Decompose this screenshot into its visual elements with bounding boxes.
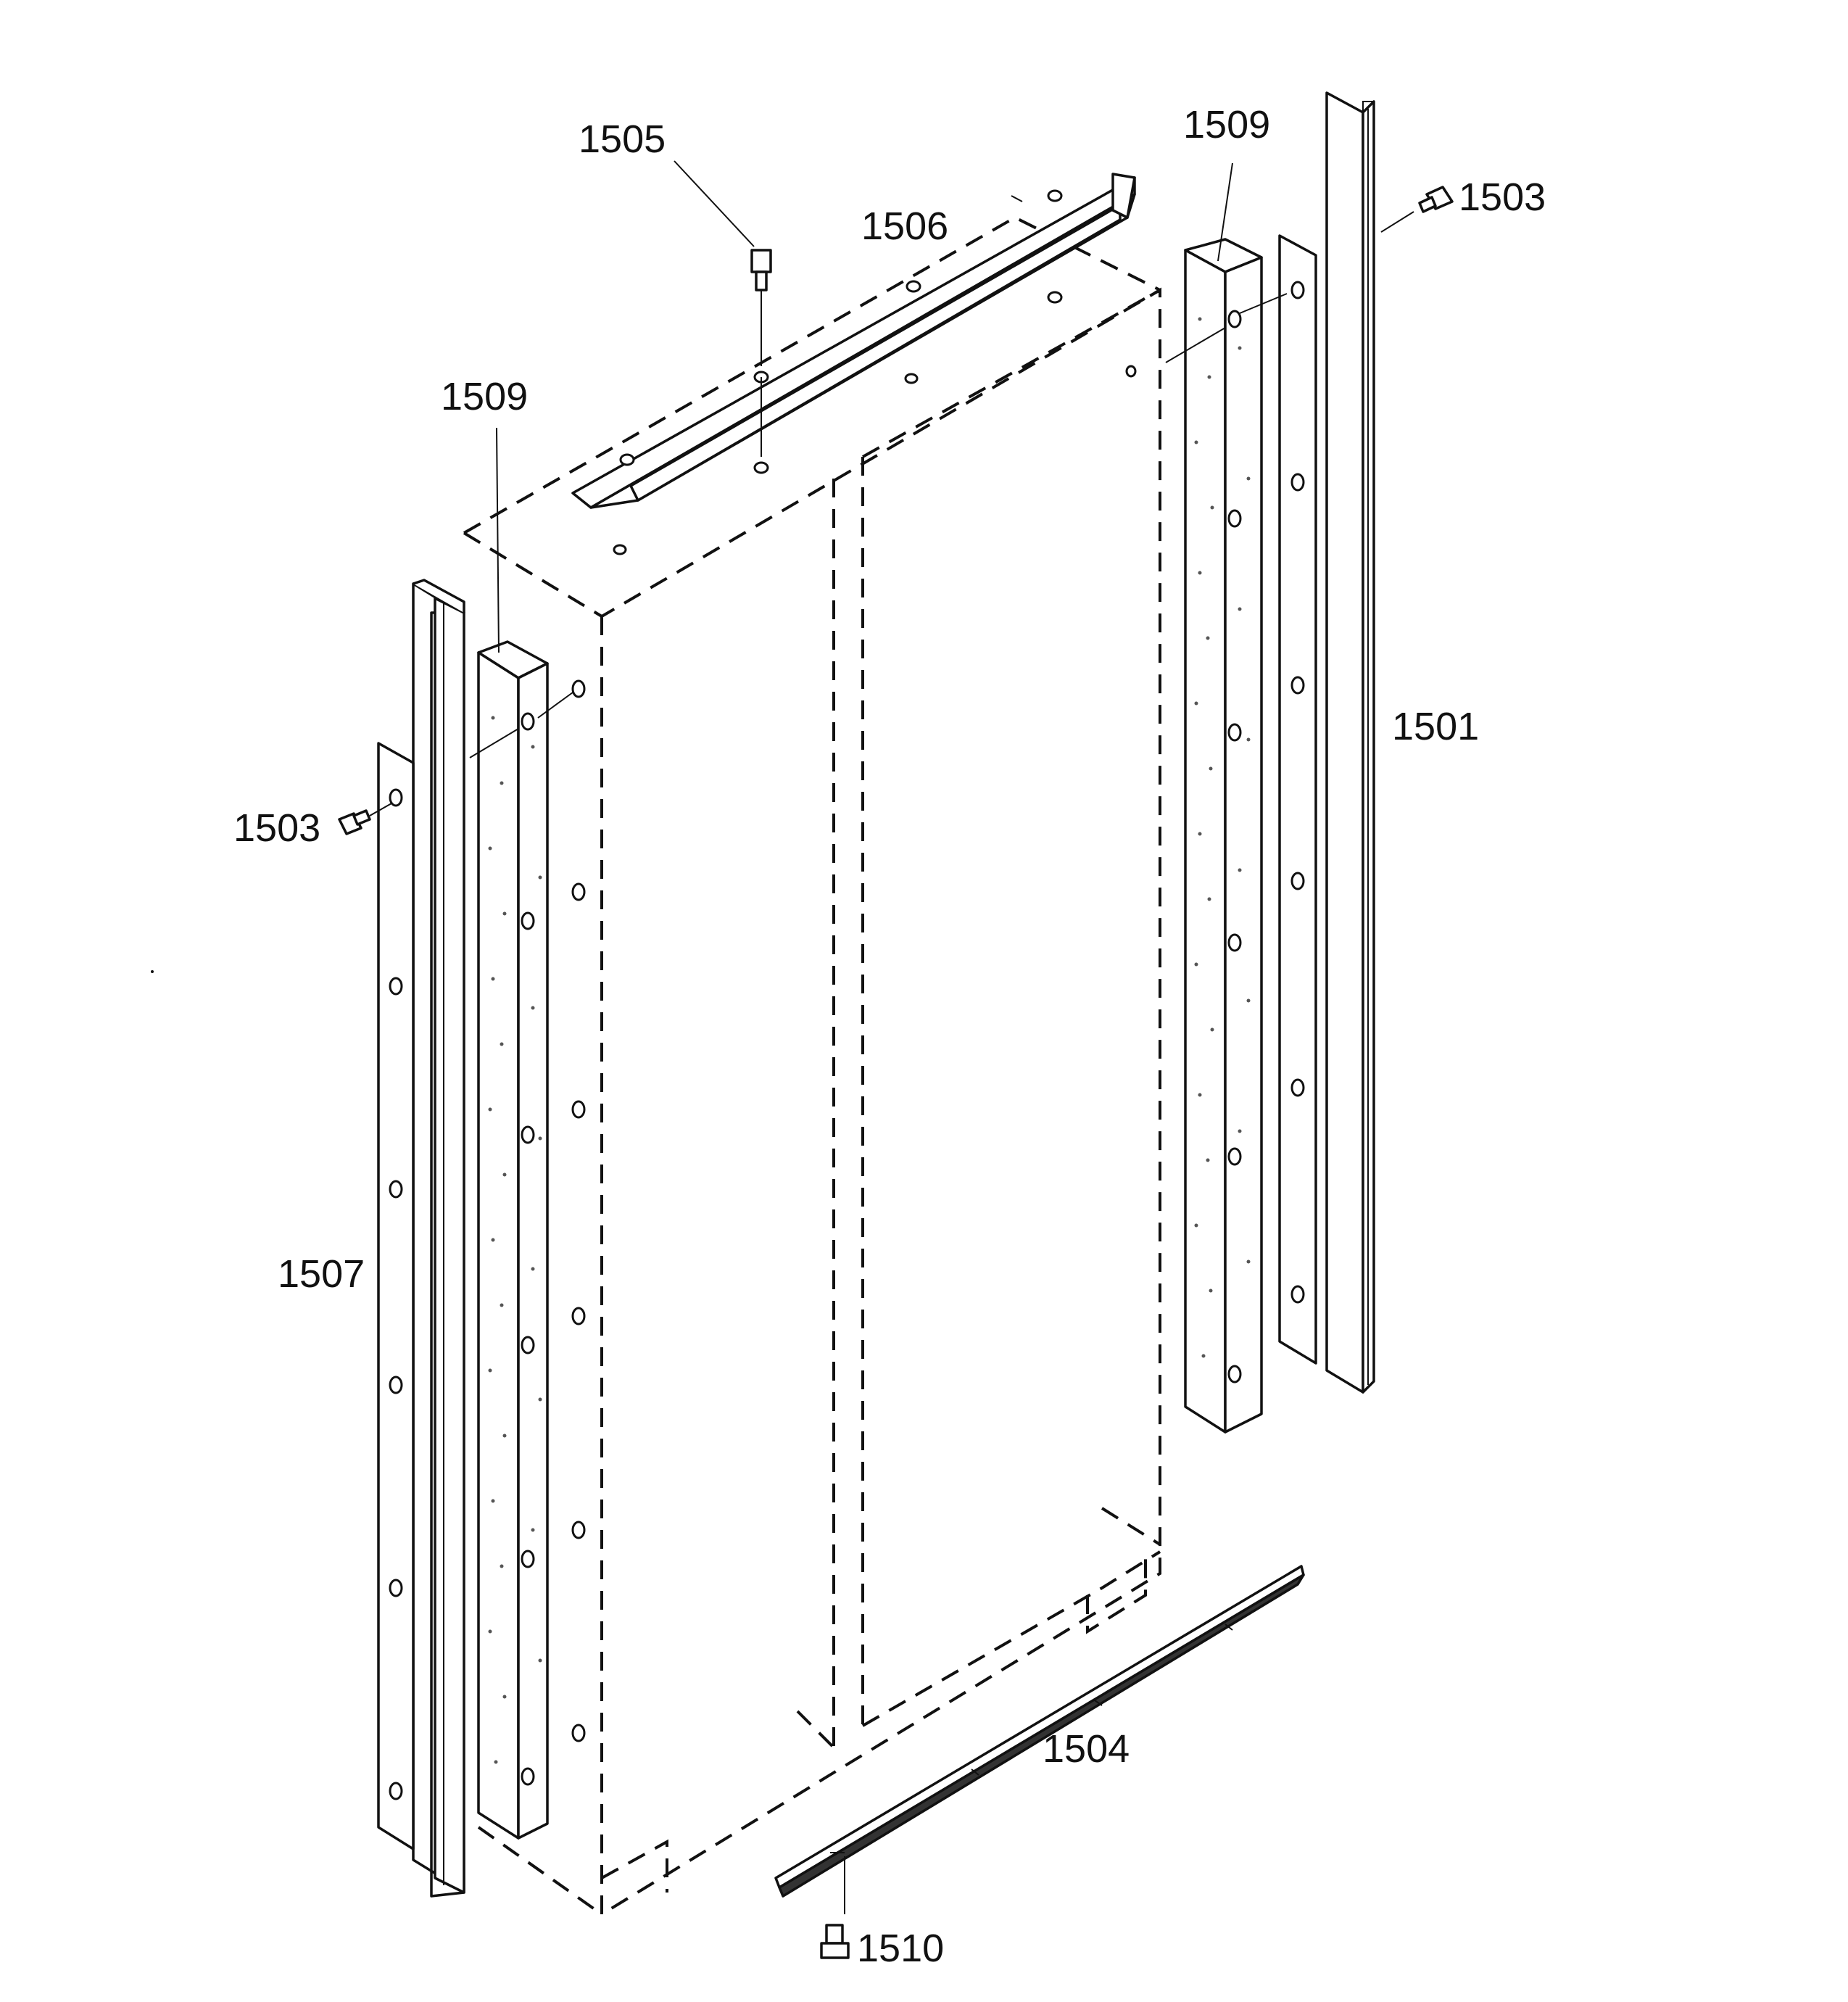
callout-1507: 1507 [278,1252,365,1296]
cabinet-outline-dashed [463,215,1161,1917]
screw-1503-left [338,803,392,835]
stray-dot [151,970,154,973]
bottom-rail-1504 [774,1565,1305,1898]
leader-left-cabinet [537,692,573,719]
mounting-strip-left [377,742,415,1850]
screw-1503-right [1380,186,1454,233]
callout-1505: 1505 [579,117,666,161]
mounting-strip-right [1278,234,1317,1365]
screw-1510 [820,1856,850,1959]
leader-right-holes [1239,293,1288,314]
callout-1503-left: 1503 [233,806,320,850]
leader-1509-left [496,427,500,653]
screw-1505 [750,249,772,457]
callout-1509-left: 1509 [441,375,528,418]
leader-left-strip [469,728,519,758]
callout-1501: 1501 [1392,705,1479,748]
leader-1509-top [1217,162,1233,262]
foam-strip-1509-right [1184,238,1263,1434]
trim-1501 [1325,91,1375,1394]
callout-1506: 1506 [861,204,948,248]
foam-strip-1509-left [477,640,549,1840]
top-rail-1506 [571,173,1136,509]
leader-right-cabinet [1165,327,1226,363]
callout-1503-right: 1503 [1459,175,1546,219]
callout-1509-top: 1509 [1183,103,1270,146]
trim-1507 [412,579,465,1898]
callout-1504: 1504 [1043,1727,1130,1771]
callout-1510: 1510 [857,1927,944,1970]
leader-1505 [674,160,755,247]
